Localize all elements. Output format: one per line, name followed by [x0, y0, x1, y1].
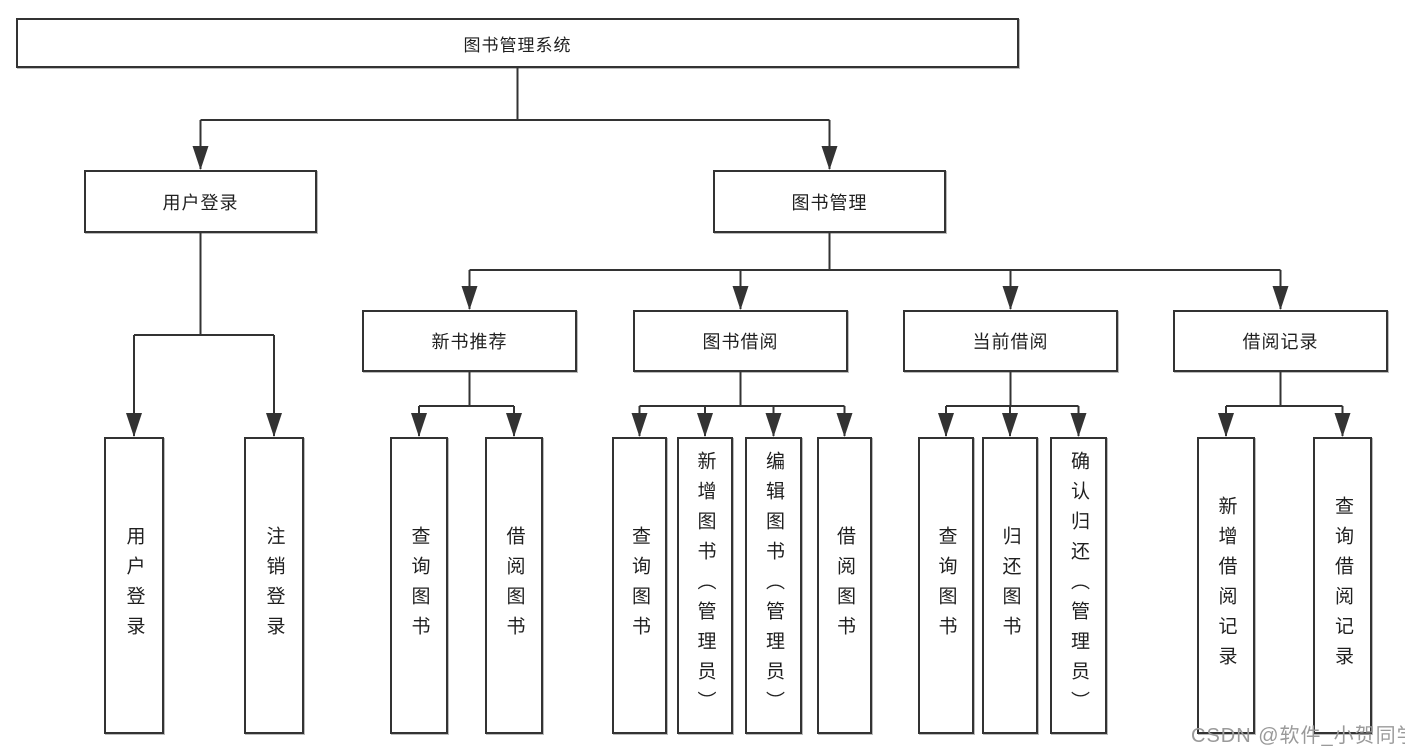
leaf-recommend-query-book: 查询图书	[390, 437, 448, 734]
node-borrow-records: 借阅记录	[1173, 310, 1388, 372]
leaf-borrow-edit-book-admin: 编辑图书（管理员）	[745, 437, 802, 734]
leaf-user-login: 用户登录	[104, 437, 164, 734]
node-new-book-recommend: 新书推荐	[362, 310, 577, 372]
node-user-login: 用户登录	[84, 170, 317, 233]
leaf-current-confirm-return-admin: 确认归还（管理员）	[1050, 437, 1107, 734]
node-root: 图书管理系统	[16, 18, 1019, 68]
leaf-current-query-book: 查询图书	[918, 437, 974, 734]
node-book-management: 图书管理	[713, 170, 946, 233]
csdn-watermark: CSDN @软件_小贺同学	[1191, 725, 1405, 747]
leaf-logout: 注销登录	[244, 437, 304, 734]
leaf-borrow-borrow-book: 借阅图书	[817, 437, 872, 734]
node-book-borrow: 图书借阅	[633, 310, 848, 372]
leaf-recommend-borrow-book: 借阅图书	[485, 437, 543, 734]
leaf-current-return-book: 归还图书	[982, 437, 1038, 734]
leaf-borrow-query-book: 查询图书	[612, 437, 667, 734]
connectors	[126, 68, 1351, 437]
leaf-borrow-add-book-admin: 新增图书（管理员）	[677, 437, 733, 734]
leaf-records-add-record: 新增借阅记录	[1197, 437, 1255, 734]
leaf-records-query-record: 查询借阅记录	[1313, 437, 1372, 734]
node-current-borrow: 当前借阅	[903, 310, 1118, 372]
